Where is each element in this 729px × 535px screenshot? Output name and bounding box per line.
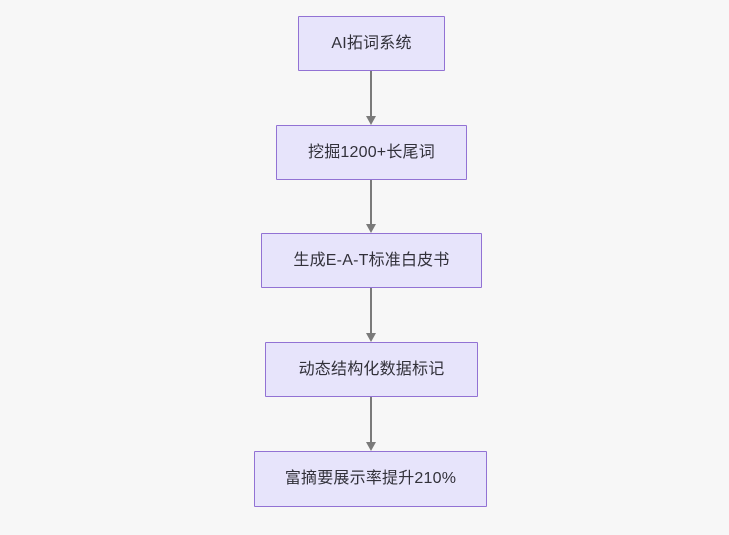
flow-node-label: 动态结构化数据标记	[298, 360, 445, 378]
flow-node-n1[interactable]: AI拓词系统	[298, 16, 445, 71]
flow-node-n5[interactable]: 富摘要展示率提升210%	[254, 451, 487, 507]
arrow-head	[366, 224, 376, 233]
arrow-head	[366, 442, 376, 451]
flow-arrow-n3-to-n4	[361, 288, 381, 342]
flow-node-n2[interactable]: 挖掘1200+长尾词	[276, 125, 467, 180]
flow-node-label: 挖掘1200+长尾词	[308, 143, 435, 161]
flow-node-label: 生成E-A-T标准白皮书	[293, 251, 450, 269]
flow-node-n4[interactable]: 动态结构化数据标记	[265, 342, 478, 397]
flow-node-n3[interactable]: 生成E-A-T标准白皮书	[261, 233, 482, 288]
flow-arrow-n2-to-n3	[361, 180, 381, 233]
arrow-head	[366, 333, 376, 342]
flow-arrow-n1-to-n2	[361, 71, 381, 125]
flow-node-label: 富摘要展示率提升210%	[284, 470, 457, 488]
flow-arrow-n4-to-n5	[361, 397, 381, 451]
arrow-head	[366, 116, 376, 125]
flow-node-label: AI拓词系统	[331, 34, 412, 52]
